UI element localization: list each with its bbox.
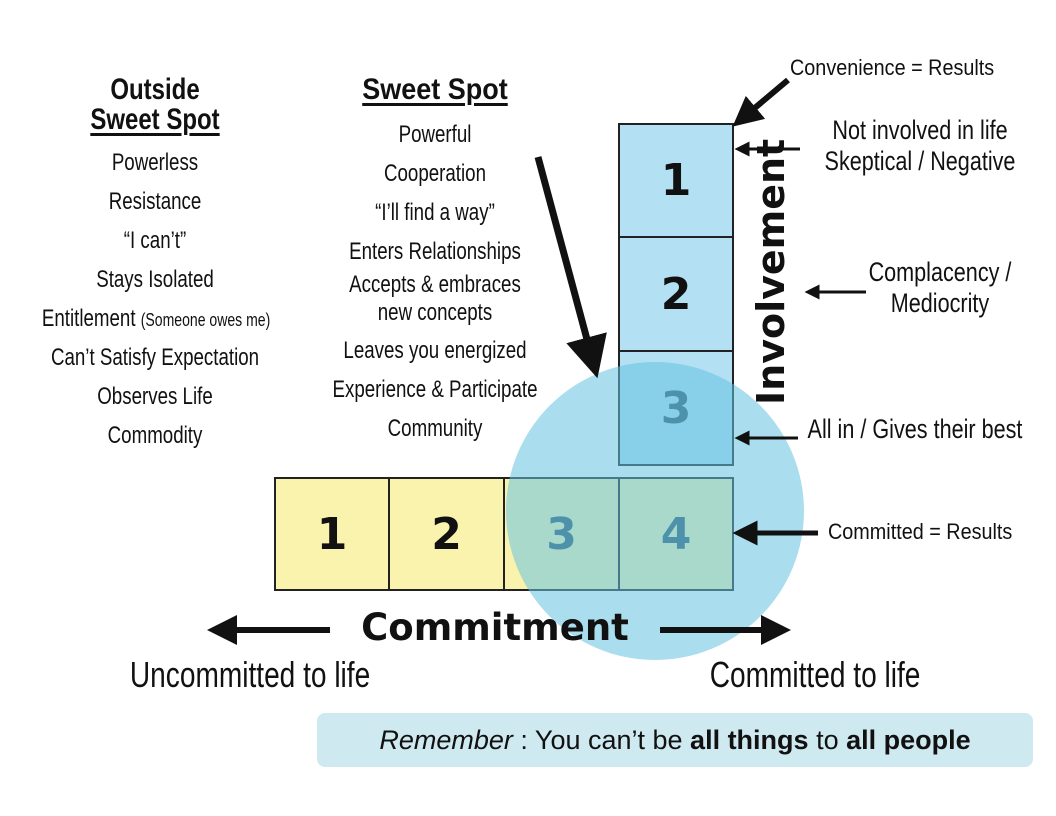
list-item: Powerless: [111, 149, 199, 176]
committed-label: Committed to life: [709, 654, 921, 695]
involvement-box-2: 2: [618, 236, 734, 352]
level1-label: Not involved in life Skeptical / Negativ…: [824, 115, 1016, 177]
level2-line2: Mediocrity: [890, 288, 990, 319]
list-item: Stays Isolated: [96, 266, 214, 293]
commitment-box-4: 4: [618, 477, 734, 591]
remember-bold1: all things: [690, 724, 809, 755]
level1-line1: Not involved in life: [832, 115, 1008, 145]
list-item: “I can’t”: [123, 227, 187, 254]
entitlement-note: (Someone owes me): [140, 310, 271, 330]
list-item: Enters Relationships: [349, 238, 521, 265]
list-item: Accepts & embraces new concepts: [349, 271, 521, 326]
convenience-arrow: [732, 77, 790, 127]
involvement-box-3: 3: [618, 350, 734, 466]
list-item: Experience & Participate: [332, 376, 538, 403]
remember-bold2: all people: [846, 724, 971, 755]
remember-sep: : You can’t be: [512, 724, 691, 755]
outside-sweet-spot-column: Outside Sweet Spot Powerless Resistance …: [10, 75, 300, 455]
level2-label: Complacency / Mediocrity: [844, 257, 1036, 319]
list-item: Observes Life: [97, 383, 213, 410]
list-item: Entitlement (Someone owes me): [41, 299, 271, 338]
involvement-title: Involvement: [749, 138, 793, 405]
commitment-box-3: 3: [503, 477, 620, 591]
level2-line1: Complacency /: [868, 257, 1012, 287]
list-item: Commodity: [107, 422, 203, 449]
convenience-results-label: Convenience = Results: [790, 55, 995, 80]
outside-heading-line1: Outside: [110, 73, 200, 106]
commitment-box-2: 2: [388, 477, 505, 591]
remember-banner: Remember : You can’t be all things to al…: [317, 713, 1033, 767]
commitment-box-1: 1: [274, 477, 390, 591]
sweet-spot-heading: Sweet Spot: [362, 73, 508, 106]
sweet-spot-column: Sweet Spot Powerful Cooperation “I’ll fi…: [300, 75, 570, 448]
committed-results-label: Committed = Results: [828, 519, 1013, 544]
level1-line2: Skeptical / Negative: [824, 146, 1016, 177]
entitlement-label: Entitlement: [41, 305, 136, 332]
sweet-list: Powerful Cooperation “I’ll find a way” E…: [300, 115, 570, 448]
list-item: Powerful: [398, 121, 472, 148]
list-item: Community: [387, 415, 483, 442]
uncommitted-label: Uncommitted to life: [129, 654, 371, 695]
list-item: Cooperation: [383, 160, 486, 187]
list-item: Resistance: [108, 188, 202, 215]
list-item: Can’t Satisfy Expectation: [50, 344, 260, 371]
remember-lead: Remember: [379, 724, 513, 755]
outside-heading-line2: Sweet Spot: [90, 103, 220, 136]
remember-mid: to: [808, 724, 847, 755]
involvement-box-1: 1: [618, 123, 734, 238]
list-item: “I’ll find a way”: [375, 199, 495, 226]
level3-label: All in / Gives their best: [807, 414, 1023, 444]
commitment-title: Commitment: [361, 606, 629, 649]
outside-list: Powerless Resistance “I can’t” Stays Iso…: [10, 143, 300, 455]
list-item: Leaves you energized: [343, 337, 527, 364]
